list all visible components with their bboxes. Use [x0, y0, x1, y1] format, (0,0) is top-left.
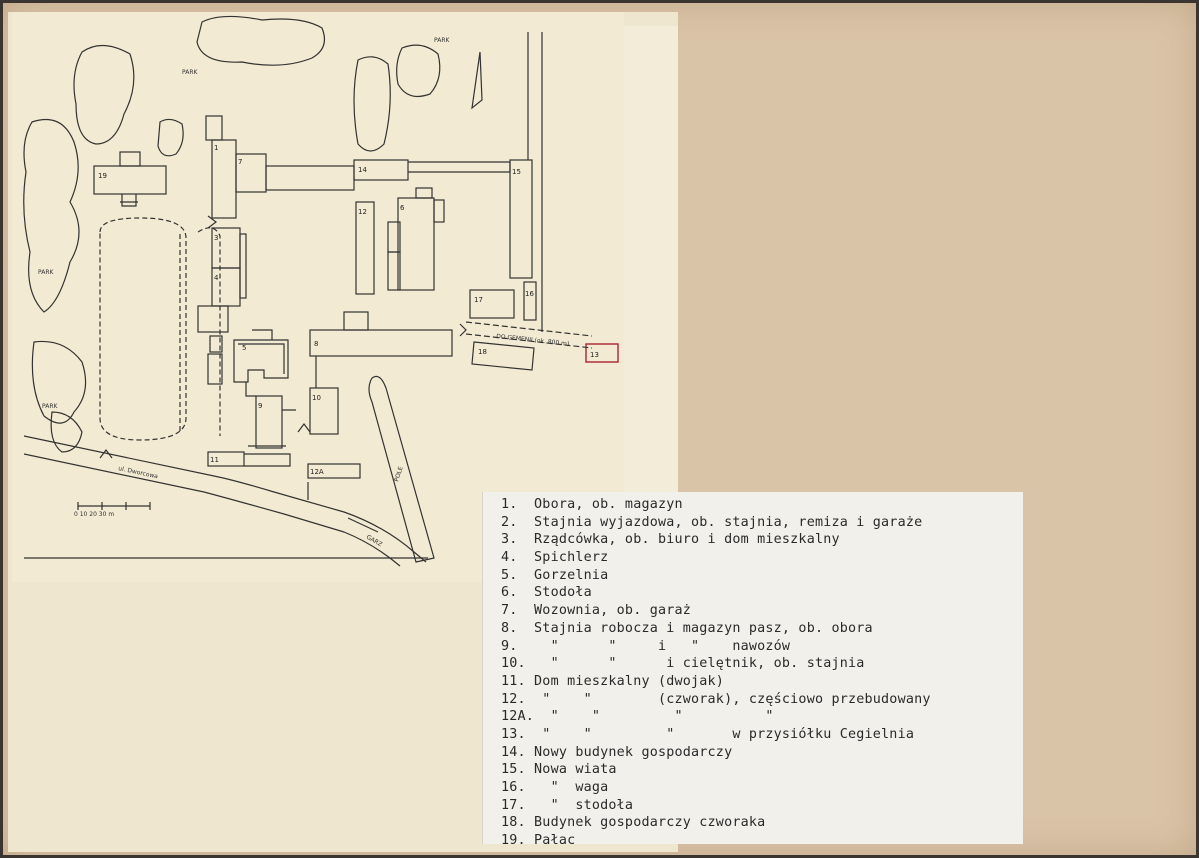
road-pole: [368, 375, 435, 563]
legend-item: 19. Pałac: [501, 833, 576, 849]
legend-item: 11. Dom mieszkalny (dwojak): [501, 673, 725, 689]
legend-item: 14. Nowy budynek gospodarczy: [501, 744, 733, 760]
tree-cluster: [157, 118, 184, 157]
building-number: 7: [238, 158, 242, 166]
tree-cluster: [196, 15, 325, 66]
building-12a: [307, 463, 361, 479]
building-number: 9: [258, 402, 262, 410]
legend-item: 18. Budynek gospodarczy czworaka: [501, 815, 766, 831]
building-13-highlight: [585, 343, 619, 363]
tree-cluster: [73, 44, 135, 145]
garden-oval: [99, 217, 187, 441]
legend-item: 12. " " (czworak), częściowo przebudowan…: [501, 691, 931, 707]
building-number: 3: [214, 234, 218, 242]
road-east: [527, 32, 543, 332]
legend-item: 10. " " i cielętnik, ob. stajnia: [501, 656, 865, 672]
building-14b: [197, 305, 229, 333]
building-15: [509, 159, 533, 279]
legend-list: 1. Obora, ob. magazyn 2. Stajnia wyjazdo…: [501, 496, 931, 850]
building-5: [233, 339, 289, 383]
garden-path: [179, 227, 221, 436]
legend-item: 17. " stodoła: [501, 797, 634, 813]
building-14: [353, 159, 409, 181]
site-plan-drawing: PARK PARK PARK PARK ul. Dworcowa DO GEME…: [23, 15, 619, 567]
building-number: 18: [478, 348, 487, 356]
scale-bar: [77, 502, 151, 510]
legend-item: 4. Spichlerz: [501, 550, 609, 566]
building-number: 14: [358, 166, 367, 174]
building-number: 4: [214, 274, 219, 282]
building-number: 19: [98, 172, 107, 180]
tree-cluster: [396, 44, 441, 97]
building-14c: [209, 335, 223, 353]
building-number: 15: [512, 168, 521, 176]
building-number: 12: [358, 208, 367, 216]
legend-card: 1. Obora, ob. magazyn 2. Stajnia wyjazdo…: [482, 492, 1023, 848]
building-number: 12A: [310, 468, 324, 476]
building-11: [207, 451, 245, 467]
building-12: [355, 201, 375, 295]
park-label: PARK: [434, 37, 451, 44]
building-9: [255, 395, 283, 449]
north-arrow: [471, 51, 483, 110]
park-label: PARK: [182, 69, 199, 76]
legend-item: 5. Gorzelnia: [501, 567, 609, 583]
building-number: 11: [210, 456, 219, 464]
building-17: [469, 289, 515, 319]
park-label: PARK: [38, 269, 55, 276]
building-18: [471, 341, 535, 371]
building-number: 8: [314, 340, 318, 348]
legend-item: 3. Rządcówka, ob. biuro i dom mieszkalny: [501, 532, 840, 548]
building-number: 1: [214, 144, 218, 152]
building-number: 6: [400, 204, 405, 212]
legend-item: 13. " " " w przysiółku Cegielnia: [501, 726, 915, 742]
legend-item: 12A. " " " ": [501, 709, 774, 725]
building-number: 16: [525, 290, 534, 298]
tree-cluster: [353, 56, 391, 152]
scale-label: 0 10 20 30 m: [74, 511, 114, 518]
building-14d: [207, 353, 223, 385]
tree-cluster: [23, 118, 80, 313]
legend-item: 16. " waga: [501, 780, 609, 795]
building-number: 13: [590, 351, 599, 359]
building-number: 5: [242, 344, 246, 352]
road-to-gemenii: [465, 321, 593, 349]
legend-item: 7. Wozownia, ob. garaż: [501, 603, 692, 619]
legend-item: 8. Stajnia robocza i magazyn pasz, ob. o…: [501, 620, 873, 636]
legend-item: 1. Obora, ob. magazyn: [501, 497, 683, 512]
building-16: [523, 281, 537, 321]
paper-strip: [622, 26, 678, 496]
legend-item: 2. Stajnia wyjazdowa, ob. stajnia, remiz…: [501, 514, 923, 530]
road-label-pole: POLE: [393, 466, 405, 483]
legend-item: 15. Nowa wiata: [501, 762, 617, 778]
road-dworcowa: [23, 435, 427, 567]
gate-arrow: [99, 215, 467, 459]
tree-cluster: [31, 340, 87, 424]
legend-item: 6. Stodoła: [501, 585, 592, 601]
building-8: [309, 329, 453, 357]
building-10: [309, 387, 339, 435]
estate-site-plan: PARK PARK PARK PARK ul. Dworcowa DO GEME…: [12, 12, 624, 582]
building-number: 10: [312, 394, 321, 402]
park-label: PARK: [42, 403, 59, 410]
building-number: 17: [474, 296, 483, 304]
legend-item: 9. " " i " nawozów: [501, 638, 791, 654]
